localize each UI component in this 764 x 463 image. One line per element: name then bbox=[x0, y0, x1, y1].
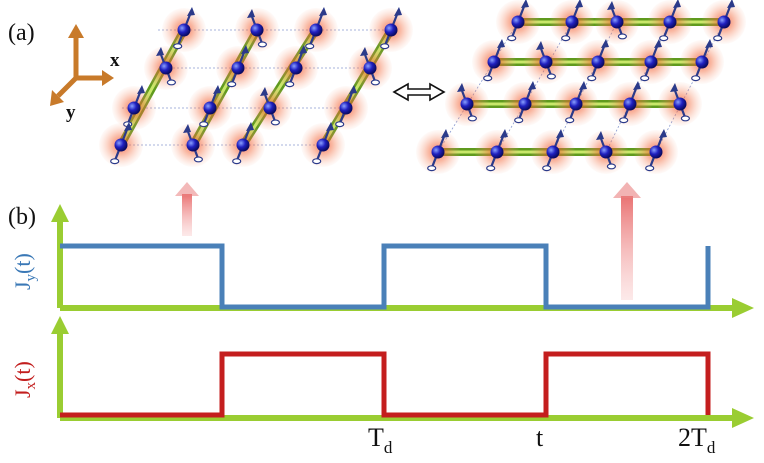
double-arrow-icon bbox=[392, 82, 446, 102]
spin-site bbox=[221, 122, 265, 167]
spin-site bbox=[634, 129, 678, 174]
coordinate-frame: x y bbox=[50, 24, 120, 123]
spin-site bbox=[584, 130, 628, 174]
jx-axes bbox=[51, 316, 754, 428]
spin-site bbox=[445, 82, 489, 126]
spin-site bbox=[274, 45, 318, 90]
spin-site bbox=[248, 86, 292, 130]
spin-site bbox=[503, 81, 547, 126]
spin-site bbox=[576, 39, 620, 84]
tick-label-td: Td bbox=[368, 423, 393, 457]
spin-site bbox=[608, 81, 652, 126]
spin-site bbox=[171, 123, 215, 167]
spin-site bbox=[144, 46, 188, 90]
spin-site bbox=[629, 39, 673, 84]
spin-site bbox=[680, 39, 724, 84]
lattice-diagonal-bonds bbox=[99, 7, 413, 167]
spin-site bbox=[702, 0, 746, 44]
spin-site bbox=[99, 122, 143, 167]
lattice-horizontal-bonds bbox=[416, 0, 746, 174]
spin-site bbox=[595, 0, 639, 44]
spin-site bbox=[294, 7, 338, 52]
spin-site bbox=[658, 82, 702, 126]
spin-site bbox=[324, 85, 368, 130]
spin-site bbox=[531, 129, 575, 174]
spin-site bbox=[162, 7, 206, 52]
spin-site bbox=[188, 85, 232, 130]
spin-site bbox=[348, 46, 392, 90]
spin-site bbox=[235, 8, 279, 52]
jy-square-wave bbox=[60, 243, 711, 310]
spin-site bbox=[112, 85, 156, 130]
spin-site bbox=[475, 129, 519, 174]
jy-axis-label: Jy(t) bbox=[10, 253, 39, 290]
spin-site bbox=[369, 7, 413, 52]
jx-square-wave bbox=[60, 351, 711, 418]
spin-site bbox=[550, 0, 594, 44]
spin-site bbox=[554, 81, 598, 126]
panel-label-b: (b) bbox=[8, 204, 36, 230]
axis-letter-y: y bbox=[66, 102, 76, 123]
spin-site bbox=[496, 0, 540, 44]
spin-site bbox=[216, 45, 260, 90]
panel-label-a: (a) bbox=[8, 20, 35, 46]
tick-label-t: t bbox=[536, 423, 544, 452]
tick-label-2td: 2Td bbox=[678, 423, 716, 457]
spin-site bbox=[416, 129, 460, 174]
spin-site bbox=[472, 39, 516, 84]
jy-axes bbox=[51, 204, 754, 318]
spin-site bbox=[524, 40, 568, 84]
jx-axis-label: Jx(t) bbox=[10, 361, 39, 398]
pink-up-arrow-right bbox=[613, 182, 641, 300]
spin-site bbox=[301, 122, 345, 167]
axis-letter-x: x bbox=[110, 50, 120, 71]
pink-up-arrow-left bbox=[175, 182, 199, 236]
spin-site bbox=[648, 0, 692, 44]
